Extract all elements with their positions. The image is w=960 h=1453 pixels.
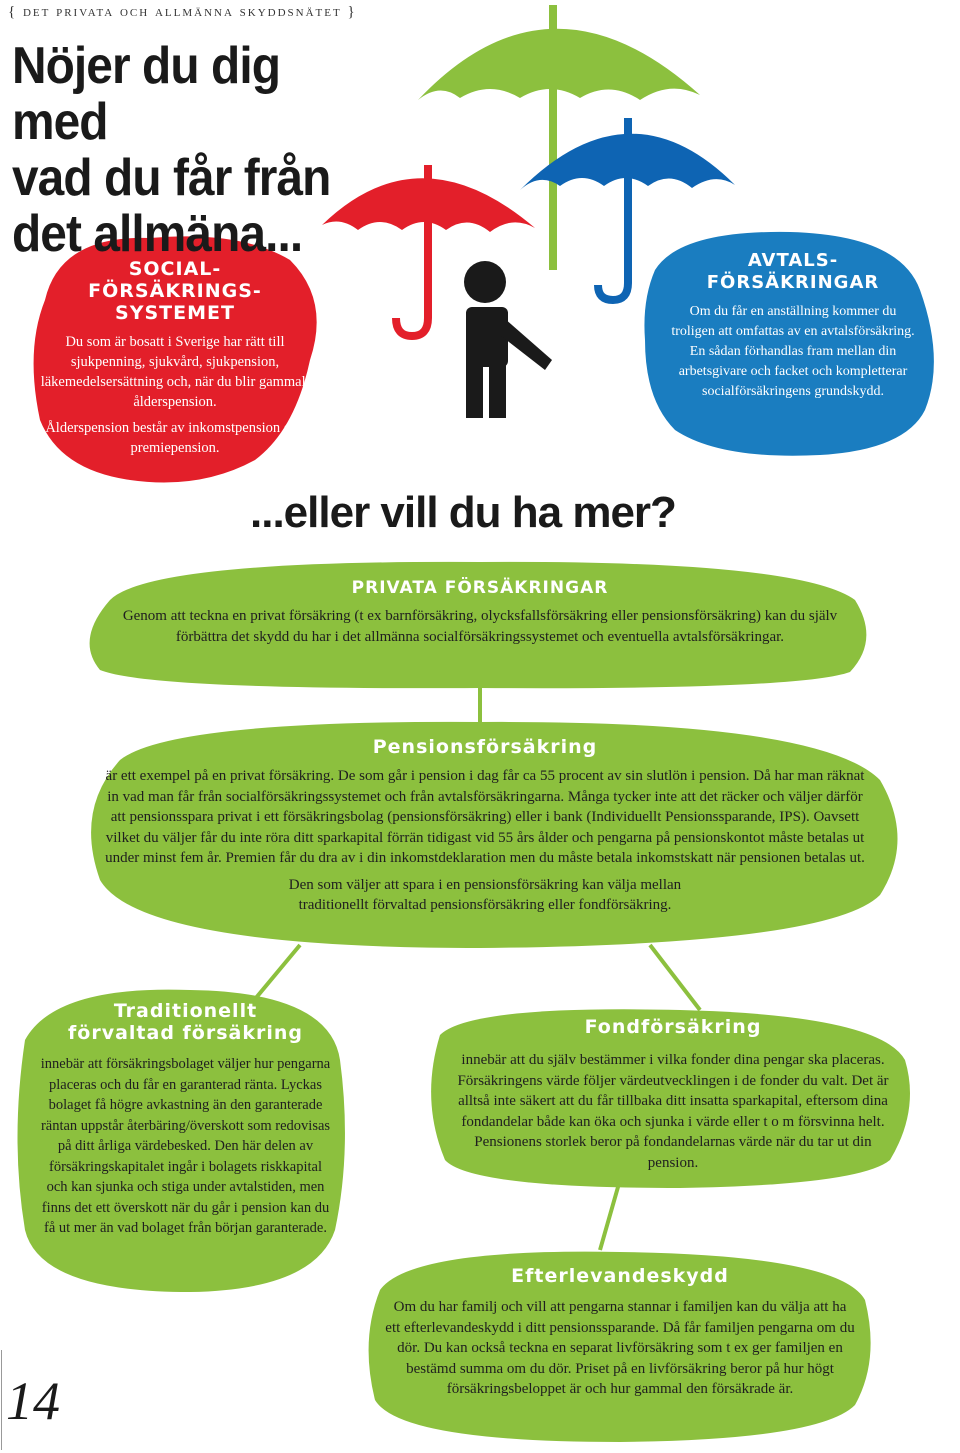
green-umbrella-icon <box>418 5 700 270</box>
avtal-title: AVTALS- FÖRSÄKRINGAR <box>668 250 918 294</box>
section-header: { det privata och allmänna skyddsnätet } <box>8 4 357 20</box>
fond-blob <box>431 1009 910 1188</box>
avtal-paragraph: Om du får en anställning kommer du troli… <box>671 304 915 399</box>
traditionell-title-line: Traditionellt <box>113 1000 258 1022</box>
social-blob <box>33 236 317 483</box>
avtal-content: AVTALS- FÖRSÄKRINGAR Om du får en anstäl… <box>668 250 918 402</box>
avtal-title-line: AVTALS- <box>747 250 839 271</box>
social-paragraph: Ålderspension består av inkomstpension o… <box>45 420 305 456</box>
connector-line <box>598 1179 622 1251</box>
avtal-title-line: FÖRSÄKRINGAR <box>706 272 880 293</box>
efterlevande-content: Efterlevandeskydd Om du har familj och v… <box>385 1265 855 1400</box>
page-title: Nöjer du dig med vad du får från det all… <box>12 38 380 262</box>
fond-title: Fondförsäkring <box>584 1016 762 1038</box>
privata-content: PRIVATA FÖRSÄKRINGAR Genom att teckna en… <box>110 578 850 647</box>
pension-paragraph: är ett exempel på en privat försäkring. … <box>105 768 865 866</box>
page-number: 14 <box>6 1371 60 1431</box>
blue-umbrella-icon <box>520 118 735 305</box>
title-line: Nöjer du dig med <box>12 37 281 151</box>
connector-line <box>648 943 702 1012</box>
social-title-line: SYSTEMET <box>115 302 235 324</box>
pension-blob <box>91 721 898 948</box>
title-line: det allmäna... <box>12 205 303 263</box>
efterlevande-blob <box>368 1251 871 1442</box>
red-umbrella-icon <box>322 165 535 341</box>
social-title-line: FÖRSÄKRINGS- <box>88 280 262 302</box>
avtal-blob <box>644 231 934 456</box>
social-content: SOCIAL- FÖRSÄKRINGS- SYSTEMET Du som är … <box>40 258 310 458</box>
pension-content: Pensionsförsäkring är ett exempel på en … <box>105 736 865 916</box>
traditionell-content: Traditionellt förvaltad försäkring inneb… <box>38 1000 333 1239</box>
privata-title: PRIVATA FÖRSÄKRINGAR <box>351 578 609 598</box>
fond-content: Fondförsäkring innebär att du själv best… <box>448 1016 898 1173</box>
social-title: SOCIAL- FÖRSÄKRINGS- SYSTEMET <box>40 258 310 324</box>
efterlevande-paragraph: Om du har familj och vill att pengarna s… <box>385 1299 855 1397</box>
traditionell-title: Traditionellt förvaltad försäkring <box>38 1000 333 1044</box>
privata-blob <box>89 561 867 689</box>
social-paragraph: Du som är bosatt i Sverige har rätt till… <box>40 334 310 410</box>
pension-paragraph: Den som väljer att spara i en pensionsfö… <box>288 876 682 914</box>
connector-line <box>248 943 302 1007</box>
traditionell-paragraph: innebär att försäkringsbolaget väljer hu… <box>40 1056 331 1236</box>
pension-title: Pensionsförsäkring <box>372 736 598 758</box>
efterlevande-title: Efterlevandeskydd <box>511 1265 729 1287</box>
privata-paragraph: Genom att teckna en privat försäkring (t… <box>122 608 838 645</box>
title-line: vad du får från <box>12 149 331 207</box>
social-title-line: SOCIAL- <box>128 258 222 280</box>
question-heading: ...eller vill du ha mer? <box>250 488 677 537</box>
person-icon <box>464 261 552 418</box>
traditionell-title-line: förvaltad försäkring <box>68 1022 303 1044</box>
traditionell-blob <box>17 989 345 1292</box>
side-rule <box>1 1350 2 1450</box>
fond-paragraph: innebär att du själv bestämmer i vilka f… <box>457 1052 889 1171</box>
